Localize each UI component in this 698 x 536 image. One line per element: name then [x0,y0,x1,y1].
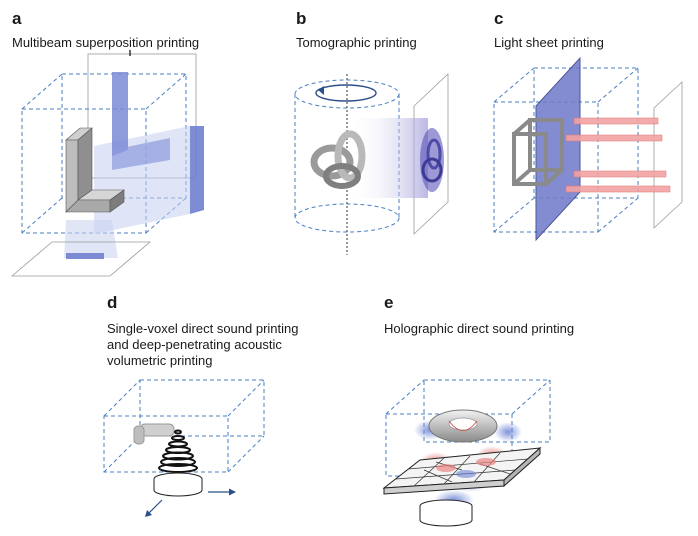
panel-d-letter: d [107,293,118,312]
panel-a-letter: a [12,9,22,28]
panel-e-letter: e [384,293,394,312]
panel-d-title: Single-voxel direct sound printing and d… [107,321,299,368]
panel-a-title: Multibeam superposition printing [12,35,200,50]
panel-a-illustration [10,50,204,277]
panel-b-illustration [294,73,449,255]
panel-c-title: Light sheet printing [494,35,604,50]
panel-b-title: Tomographic printing [296,35,417,50]
panel-c-letter: c [494,9,504,28]
panel-b-letter: b [296,9,307,28]
panel-d-illustration [103,379,265,517]
panel-c-illustration [493,56,683,242]
panel-e-illustration [382,379,551,527]
panel-e-title: Holographic direct sound printing [384,321,575,336]
